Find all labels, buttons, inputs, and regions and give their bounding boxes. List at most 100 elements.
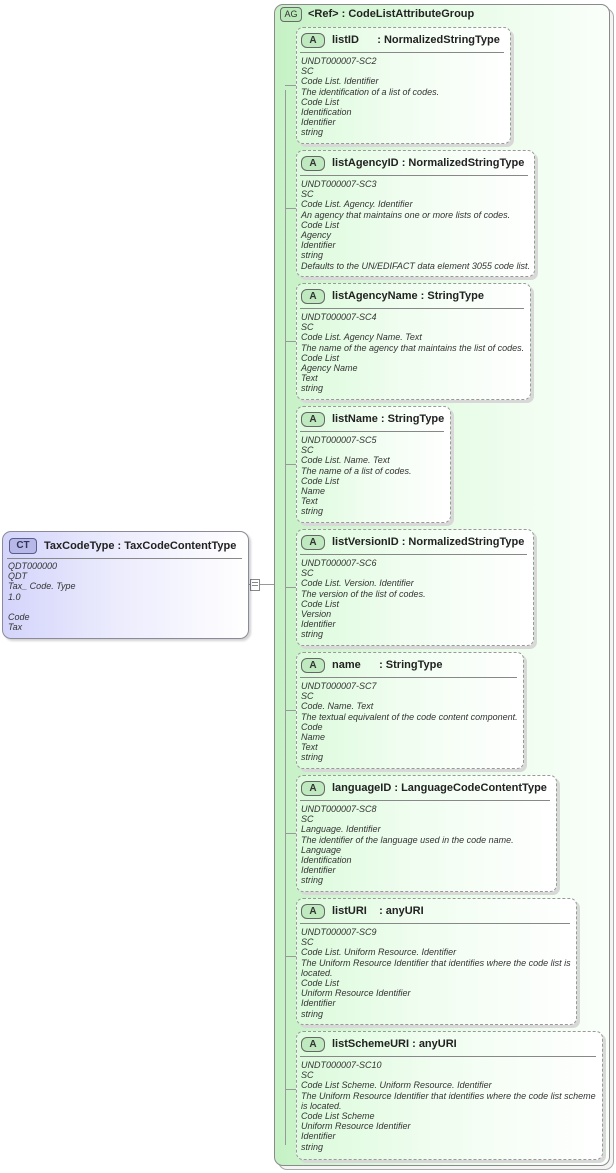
attribute-icon: A [301,288,325,304]
attribute-icon: A [301,903,325,919]
annotation-line: Uniform Resource Identifier [301,988,411,999]
annotation-line: Code List [301,219,340,230]
annotation-line: UNDT000007-SC9 [301,927,377,937]
group-connector-line [285,90,286,1145]
annotation-line: Identifier [301,998,336,1009]
annotation-line: Text [301,496,318,507]
annotation-line: The identifier of the language used in t… [301,834,514,845]
annotation-line: SC [301,445,314,456]
annotation-line: string [301,1008,324,1019]
attribute-type: : NormalizedStringType [401,157,525,169]
annotation-line: Version [301,609,332,620]
attribute-type: : NormalizedStringType [377,34,500,46]
attribute-icon: A [301,411,325,427]
annotation-line: Code List. Version. Identifier [301,578,414,589]
annotation-line: Code [8,611,30,622]
annotation-line: Identifier [301,619,336,630]
annotation-line: SC [301,937,314,948]
attribute-connector [285,587,297,588]
annotation-line: SC [301,1070,314,1081]
annotation-line: Code List Scheme. Uniform Resource. Iden… [301,1080,492,1091]
annotation-line: Identifier [301,865,336,876]
complex-type-header: CT TaxCodeType : TaxCodeContentType [9,538,236,554]
annotation-line: The version of the list of codes. [301,588,426,599]
annotation-line: Tax [8,622,23,633]
attribute-connector [285,85,297,86]
divider [300,1056,596,1057]
annotation-line: Tax_ Code. Type [8,581,76,592]
annotation-line: Name [301,732,326,743]
annotation-line: Code List Scheme [301,1111,375,1122]
annotation-line: SC [301,189,314,200]
annotation-line: UNDT000007-SC3 [301,179,377,189]
annotation-line: QDT000000 [8,561,58,571]
annotation-line: The Uniform Resource Identifier that ide… [301,957,571,978]
attribute-name: languageID [332,782,395,794]
attribute-type: : anyURI [379,905,424,917]
attribute-group-icon: AG [280,6,302,22]
annotation-line: QDT [8,571,27,582]
attribute-icon: A [301,32,325,48]
annotation-line: Code List [301,978,340,989]
attribute-type: : anyURI [412,1038,457,1050]
annotation-line: The textual equivalent of the code conte… [301,711,518,722]
annotation-line: UNDT000007-SC10 [301,1060,382,1070]
annotation-line: The Uniform Resource Identifier that ide… [301,1090,596,1111]
annotation-line: string [301,752,324,763]
attribute-name: listSchemeURI [332,1038,413,1050]
divider [300,308,524,309]
attribute-group-header: AG <Ref> : CodeListAttributeGroup [280,6,474,22]
attribute-type: : StringType [420,290,485,302]
annotation-line: Identifier [301,1131,336,1142]
annotation-line: UNDT000007-SC7 [301,681,377,691]
attribute-connector [285,1089,297,1090]
annotation-line: An agency that maintains one or more lis… [301,209,511,220]
attribute-connector [285,208,297,209]
annotation-line: SC [301,66,314,77]
annotation-line: Code List. Uniform Resource. Identifier [301,947,457,958]
annotation-line: SC [301,568,314,579]
connector-line [247,584,285,585]
annotation-line: UNDT000007-SC4 [301,312,377,322]
complex-type-title: TaxCodeType : TaxCodeContentType [44,540,237,552]
annotation-line: string [301,127,324,138]
divider [300,52,504,53]
attribute-name: listID [332,34,378,46]
annotation-line: Code List [301,96,340,107]
annotation-line: Defaults to the UN/EDIFACT data element … [301,260,530,271]
attribute-icon: A [301,534,325,550]
complex-type-box[interactable]: CT TaxCodeType : TaxCodeContentType QDT0… [2,531,249,639]
annotation-line: Identifier [301,117,336,128]
annotation-line: UNDT000007-SC6 [301,558,377,568]
attribute-type: : NormalizedStringType [401,536,525,548]
divider [300,677,517,678]
annotation-line: Identifier [301,240,336,251]
attribute-icon: A [301,155,325,171]
attribute-connector [285,464,297,465]
annotation-line: string [301,1141,324,1152]
attribute-name: listAgencyID [332,157,402,169]
annotation-line: Code. Name. Text [301,701,374,712]
annotation-line: Text [301,373,318,384]
